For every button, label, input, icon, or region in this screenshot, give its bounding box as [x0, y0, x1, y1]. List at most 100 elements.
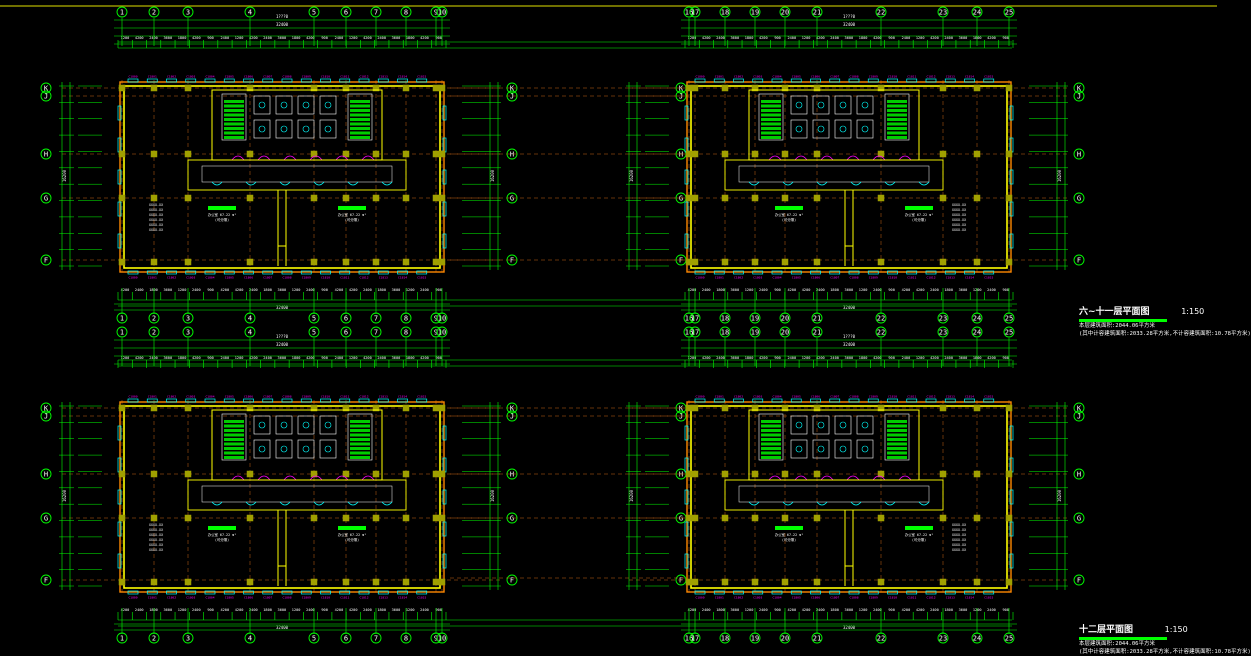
- axis-label: G: [1077, 515, 1081, 523]
- axis-label: J: [1077, 413, 1081, 421]
- door-swing: [231, 475, 245, 481]
- sub-dimension-text: 32400: [843, 305, 856, 310]
- column: [685, 84, 693, 92]
- column: [813, 514, 821, 522]
- dimension-text: 3600: [845, 356, 854, 360]
- column: [939, 578, 947, 586]
- dimension-text: 3600: [730, 36, 739, 40]
- dimension-text: 2400: [249, 608, 258, 612]
- axis-circle: [182, 6, 194, 18]
- axis-label: 21: [813, 9, 821, 17]
- dimension-text: 2400: [377, 356, 386, 360]
- column: [973, 258, 981, 266]
- column: [150, 84, 158, 92]
- column: [877, 514, 885, 522]
- stair-tread: [887, 442, 907, 446]
- dimension-text: 4200: [930, 356, 939, 360]
- axis-label: G: [510, 515, 514, 523]
- core-area: [748, 409, 920, 481]
- window: [684, 553, 689, 569]
- window: [204, 270, 216, 275]
- axis-circle: [244, 326, 256, 338]
- axis-label: H: [679, 471, 683, 479]
- column: [813, 150, 821, 158]
- stair-tread: [224, 442, 244, 446]
- axis-label: 1: [120, 9, 124, 17]
- window-tag: C1805: [225, 395, 234, 399]
- column: [310, 84, 318, 92]
- stair-tread: [761, 429, 781, 432]
- dimension-text: 1800: [406, 356, 415, 360]
- window-tag: C1802: [167, 75, 176, 79]
- window-tag: C1812: [926, 395, 935, 399]
- stair-tread: [761, 424, 781, 428]
- dimension-text: 4200: [349, 608, 358, 612]
- floor-plan-lower-right: 1616171718181919202021212222232324242525…: [626, 326, 1085, 644]
- window: [377, 398, 389, 403]
- column: [432, 514, 440, 522]
- stair-tread: [761, 113, 781, 117]
- window: [713, 398, 725, 403]
- stair-tread: [350, 109, 370, 112]
- window-tag: C1801: [715, 75, 724, 79]
- legend-text: XXXX-XX: [149, 213, 164, 217]
- column: [1005, 514, 1013, 522]
- axis-label: 23: [939, 635, 947, 643]
- legend-text: XXXX-XX: [149, 208, 164, 212]
- dimension-text: 1800: [292, 36, 301, 40]
- axis-circle: [971, 6, 983, 18]
- column: [813, 194, 821, 202]
- window-tag: C1801: [148, 75, 157, 79]
- room-note-text: (可分隔): [345, 217, 359, 222]
- dimension-text: 3600: [392, 288, 401, 292]
- axis-circle: [1003, 326, 1015, 338]
- dimension-text: 900: [207, 288, 214, 292]
- window-tag: C1804: [772, 596, 781, 600]
- window-tag: C1811: [907, 395, 916, 399]
- plan-scale: 1:150: [1164, 625, 1188, 634]
- cad-drawing-canvas[interactable]: 1122334455667788991010120042004200240024…: [0, 0, 1217, 648]
- dimension-text: 3600: [163, 288, 172, 292]
- axis-circle: [749, 6, 761, 18]
- window-tag: C1810: [888, 596, 897, 600]
- total-dimension-text: 1???0: [843, 334, 856, 339]
- axis-bubble: 16: [683, 326, 695, 338]
- column: [877, 470, 885, 478]
- axis-circle: [683, 6, 695, 18]
- fixture-icon: [302, 445, 310, 453]
- side-dimension-text: 16200: [629, 169, 634, 182]
- column: [118, 514, 126, 522]
- window-tag: C1808: [282, 75, 291, 79]
- column: [118, 470, 126, 478]
- column: [721, 578, 729, 586]
- room-note-text: (可分隔): [912, 217, 926, 222]
- axis-label: 21: [813, 315, 821, 323]
- window: [964, 398, 975, 403]
- dimension-text: 3600: [845, 608, 854, 612]
- stair: [347, 413, 373, 461]
- column: [781, 404, 789, 412]
- dimension-text: 1200: [121, 356, 130, 360]
- window: [243, 590, 254, 595]
- dimension-text: 900: [207, 356, 214, 360]
- dimension-text: 2400: [759, 608, 768, 612]
- dimension-text: 2400: [702, 608, 711, 612]
- dimension-text: 4200: [802, 288, 811, 292]
- window-tag: C1800: [695, 75, 704, 79]
- window-tag: C1800: [128, 75, 137, 79]
- axis-bubble: 17: [689, 6, 701, 18]
- axis-bubble: 6: [340, 312, 352, 324]
- room-cell: [790, 95, 808, 115]
- axis-label: K: [679, 85, 684, 93]
- axis-circle: [430, 6, 442, 18]
- axis-circle: [116, 6, 128, 18]
- column: [939, 150, 947, 158]
- window: [442, 553, 447, 569]
- fixture-icon: [839, 101, 847, 109]
- room-cell: [319, 95, 337, 115]
- room-area-text: 办公室 67.22 m²: [338, 212, 367, 217]
- exterior-wall-outline: [119, 401, 445, 593]
- stair-tread: [350, 118, 370, 121]
- sub-dimension-text: 32400: [276, 305, 289, 310]
- axis-label: K: [679, 405, 684, 413]
